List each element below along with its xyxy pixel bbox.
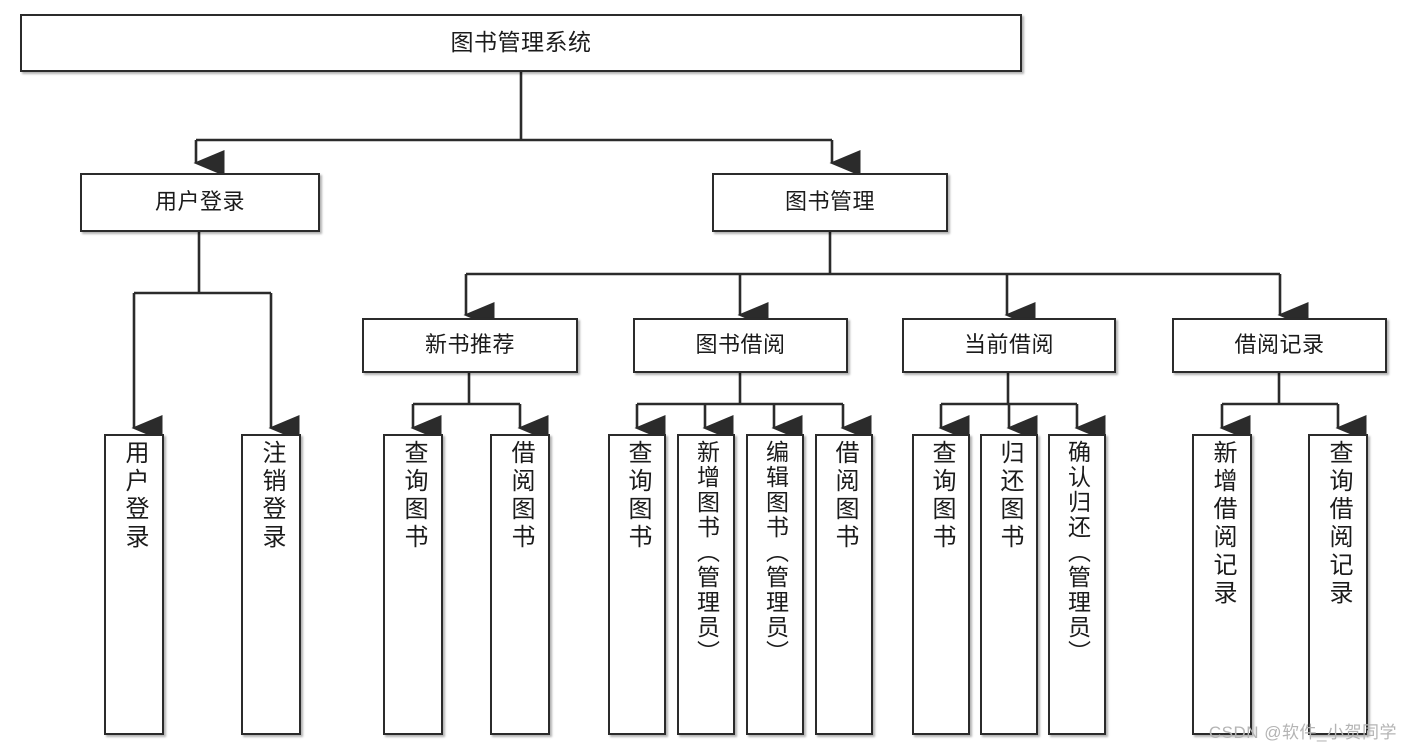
leaf-current-return-book[interactable]: 归还图书 [980,434,1038,735]
node-book-management[interactable]: 图书管理 [712,173,948,232]
node-book-borrow[interactable]: 图书借阅 [633,318,848,373]
watermark-text: CSDN @软件_小贺同学 [1208,723,1397,742]
node-label: 图书管理 [784,189,875,215]
node-label: 编辑图书（管理员） [762,440,789,665]
node-label: 确认归还（管理员） [1064,440,1091,665]
leaf-logout[interactable]: 注销登录 [241,434,301,735]
node-label: 图书借阅 [695,332,786,358]
node-label: 借阅图书 [507,440,534,552]
node-label: 当前借阅 [963,332,1054,358]
leaf-newbook-borrow-book[interactable]: 借阅图书 [490,434,550,735]
leaf-current-confirm-return-admin[interactable]: 确认归还（管理员） [1048,434,1106,735]
node-label: 查询图书 [400,440,427,552]
node-label: 查询图书 [624,440,651,552]
node-label: 图书管理系统 [450,29,592,56]
node-current-borrow[interactable]: 当前借阅 [902,318,1116,373]
node-label: 借阅图书 [831,440,858,552]
node-label: 用户登录 [154,189,245,215]
node-root-system[interactable]: 图书管理系统 [20,14,1022,72]
leaf-current-query-book[interactable]: 查询图书 [912,434,970,735]
node-label: 新增借阅记录 [1209,440,1236,608]
node-label: 查询图书 [928,440,955,552]
node-new-book-recommend[interactable]: 新书推荐 [362,318,578,373]
leaf-newbook-query-book[interactable]: 查询图书 [383,434,443,735]
leaf-borrow-borrow-book[interactable]: 借阅图书 [815,434,873,735]
node-label: 新书推荐 [424,332,515,358]
node-label: 用户登录 [121,440,148,552]
leaf-records-query-record[interactable]: 查询借阅记录 [1308,434,1368,735]
leaf-records-add-record[interactable]: 新增借阅记录 [1192,434,1252,735]
node-label: 注销登录 [258,440,285,552]
leaf-borrow-add-book-admin[interactable]: 新增图书（管理员） [677,434,735,735]
node-label: 查询借阅记录 [1325,440,1352,608]
node-label: 新增图书（管理员） [693,440,720,665]
node-label: 归还图书 [996,440,1023,552]
node-label: 借阅记录 [1234,332,1325,358]
node-borrow-records[interactable]: 借阅记录 [1172,318,1387,373]
leaf-user-login[interactable]: 用户登录 [104,434,164,735]
node-user-login[interactable]: 用户登录 [80,173,320,232]
leaf-borrow-edit-book-admin[interactable]: 编辑图书（管理员） [746,434,804,735]
leaf-borrow-query-book[interactable]: 查询图书 [608,434,666,735]
